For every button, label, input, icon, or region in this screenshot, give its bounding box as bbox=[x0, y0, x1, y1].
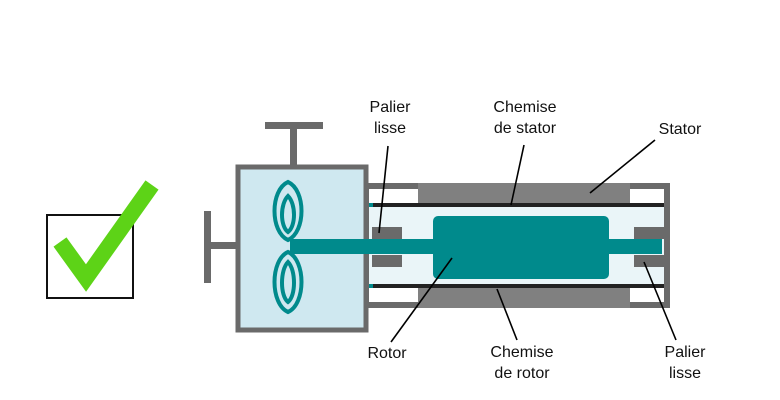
label-line: Chemise bbox=[493, 99, 557, 116]
rotor bbox=[433, 216, 609, 279]
label-line: Rotor bbox=[367, 345, 407, 362]
leader-palier-bottom bbox=[643, 261, 677, 341]
label-stator: Stator bbox=[640, 119, 720, 140]
label-line: Stator bbox=[658, 121, 702, 138]
label-palier-lisse-bottom: Palier lisse bbox=[650, 342, 720, 384]
leader-chemise-rotor bbox=[496, 288, 518, 341]
impeller-icon bbox=[272, 179, 304, 315]
label-palier-lisse-top: Palier lisse bbox=[352, 97, 428, 139]
stator-sleeve bbox=[369, 203, 664, 288]
pump-left-handle bbox=[204, 211, 240, 283]
label-chemise-stator: Chemise de stator bbox=[470, 97, 580, 139]
leader-lines bbox=[378, 139, 677, 343]
stator bbox=[418, 183, 630, 308]
label-line: de stator bbox=[493, 120, 557, 137]
label-line: de rotor bbox=[494, 365, 550, 382]
label-line: Palier bbox=[664, 344, 706, 361]
label-line: Palier bbox=[369, 99, 411, 116]
label-line: lisse bbox=[668, 365, 701, 382]
leader-chemise-stator bbox=[510, 144, 525, 206]
leader-rotor bbox=[390, 257, 453, 343]
label-line: lisse bbox=[373, 120, 406, 137]
label-chemise-rotor: Chemise de rotor bbox=[470, 342, 574, 384]
pump-top-handle bbox=[265, 122, 323, 167]
checked-box-icon bbox=[46, 180, 159, 299]
leader-stator bbox=[589, 139, 656, 194]
leader-palier-top bbox=[378, 145, 389, 234]
plain-bearing-right bbox=[634, 227, 664, 267]
label-line: Chemise bbox=[490, 344, 554, 361]
label-rotor: Rotor bbox=[352, 343, 422, 364]
